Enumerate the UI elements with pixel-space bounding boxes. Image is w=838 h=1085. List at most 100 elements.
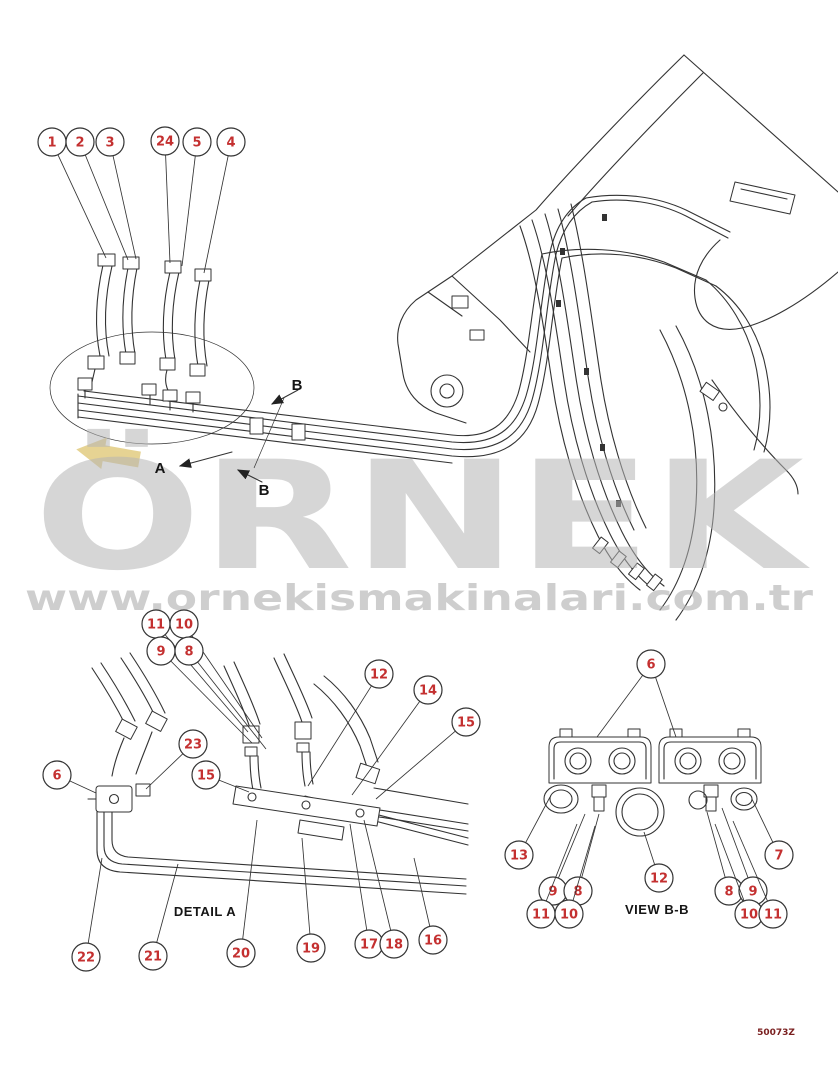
callout-leader xyxy=(197,661,267,750)
callout-number: 21 xyxy=(144,950,162,965)
callout-leader xyxy=(721,807,749,879)
callout-balloon xyxy=(379,929,409,959)
section-marks: A B B xyxy=(155,377,303,499)
callout-leader xyxy=(203,155,229,274)
callout-leader xyxy=(581,813,600,878)
callout-leader xyxy=(558,813,586,879)
callout-balloon xyxy=(413,675,443,705)
callout-leader xyxy=(706,811,726,878)
callout-13: 13 xyxy=(504,796,551,870)
callout-balloon xyxy=(296,933,326,963)
callout-number: 22 xyxy=(77,951,95,966)
callout-20: 20 xyxy=(226,819,258,968)
callout-leader xyxy=(301,837,311,935)
callout-number: 23 xyxy=(184,738,202,753)
callout-number: 7 xyxy=(774,849,783,864)
callout-number: 14 xyxy=(419,684,437,699)
callout-16: 16 xyxy=(413,857,448,955)
callout-number: 11 xyxy=(532,908,550,923)
callout-number: 6 xyxy=(646,658,655,673)
callout-5: 5 xyxy=(181,127,212,267)
callout-number: 10 xyxy=(740,908,758,923)
callout-leader xyxy=(363,819,392,931)
detail-a-title: DETAIL A xyxy=(174,904,236,919)
callout-15: 15 xyxy=(191,760,250,793)
callout-balloon xyxy=(216,127,246,157)
callout-12: 12 xyxy=(643,831,674,893)
callout-14: 14 xyxy=(351,675,443,796)
callout-2: 2 xyxy=(65,127,129,261)
callout-number: 19 xyxy=(302,942,320,957)
callout-12: 12 xyxy=(307,659,394,787)
callout-number: 8 xyxy=(184,645,193,660)
callout-leader xyxy=(218,779,250,793)
callout-3: 3 xyxy=(95,127,137,260)
callout-balloon xyxy=(95,127,125,157)
callout-balloon xyxy=(226,938,256,968)
callout-leader xyxy=(545,823,578,902)
callout-number: 12 xyxy=(650,872,668,887)
callout-8: 8 xyxy=(706,811,744,906)
callout-21: 21 xyxy=(138,863,179,971)
callout-balloon xyxy=(758,899,788,929)
callout-number: 4 xyxy=(226,136,235,151)
callout-number: 17 xyxy=(360,938,378,953)
callout-balloon xyxy=(636,649,666,679)
callout-balloon xyxy=(178,729,208,759)
watermark-url: www.ornekismakinalari.com.tr xyxy=(25,578,813,619)
callout-7: 7 xyxy=(751,798,794,870)
callout-10: 10 xyxy=(169,609,263,739)
callout-number: 8 xyxy=(724,885,733,900)
detail-a-drawing xyxy=(87,652,469,895)
callout-leader xyxy=(596,675,644,738)
callout-leader xyxy=(69,780,97,794)
callout-number: 12 xyxy=(370,668,388,683)
callout-17: 17 xyxy=(349,823,384,959)
callout-number: 10 xyxy=(560,908,578,923)
callout-15: 15 xyxy=(375,707,481,800)
watermark-arrow-icon xyxy=(76,437,141,470)
callout-balloon xyxy=(65,127,95,157)
callout-number: 11 xyxy=(147,618,165,633)
callout-number: 8 xyxy=(573,885,582,900)
callout-leader xyxy=(413,857,431,927)
callout-11: 11 xyxy=(732,820,788,929)
callout-8: 8 xyxy=(563,813,600,906)
callout-number: 18 xyxy=(385,938,403,953)
callout-leader xyxy=(751,798,774,843)
callout-leader xyxy=(170,660,253,744)
callout-number: 10 xyxy=(175,618,193,633)
callout-number: 2 xyxy=(75,136,84,151)
view-bb-title: VIEW B-B xyxy=(625,902,689,917)
callout-11: 11 xyxy=(141,609,249,733)
watermark-brand: ÖRNEK xyxy=(34,428,810,604)
callout-4: 4 xyxy=(203,127,246,274)
doc-number: 50073Z xyxy=(757,1028,795,1038)
callout-number: 24 xyxy=(156,135,174,150)
section-arrow-label-b-top: B xyxy=(292,377,303,394)
callout-number: 15 xyxy=(457,716,475,731)
callout-balloon xyxy=(42,760,72,790)
watermark: ÖRNEK www.ornekismakinalari.com.tr xyxy=(25,428,813,619)
callout-18: 18 xyxy=(363,819,409,959)
callout-leader xyxy=(643,831,656,865)
callout-leader xyxy=(349,823,368,931)
callout-number: 9 xyxy=(156,645,165,660)
callout-leader xyxy=(191,635,263,739)
callout-leader xyxy=(84,154,129,261)
callout-leader xyxy=(351,701,421,796)
callout-balloon xyxy=(71,942,101,972)
callout-number: 13 xyxy=(510,849,528,864)
view-bb-drawing xyxy=(543,728,762,837)
callout-leader xyxy=(714,823,745,902)
callout-balloon xyxy=(504,840,534,870)
callout-leader xyxy=(57,154,107,259)
section-arrow-label-a: A xyxy=(155,460,166,477)
callout-leader xyxy=(87,857,103,944)
callout-leader xyxy=(375,730,456,800)
callout-leader xyxy=(732,820,768,902)
callout-number: 16 xyxy=(424,934,442,949)
